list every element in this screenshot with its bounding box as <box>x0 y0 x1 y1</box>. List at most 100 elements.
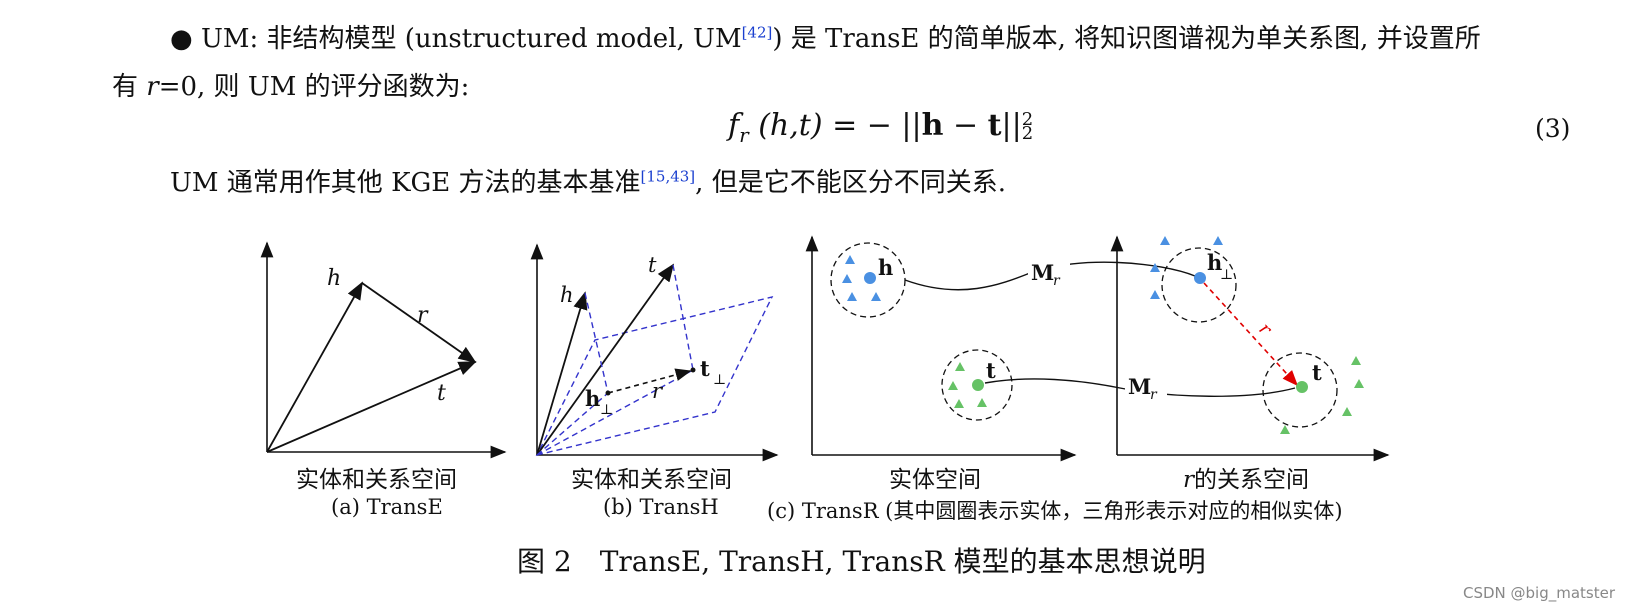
var-r: r <box>146 72 159 102</box>
paragraph-um-line3: UM 通常用作其他 KGE 方法的基本基准[15,43], 但是它不能区分不同关… <box>170 162 1006 199</box>
label-bg <box>1125 372 1167 402</box>
eq-minus: − <box>943 108 988 143</box>
vector-r <box>361 282 477 364</box>
label-t: t <box>437 381 446 406</box>
label-M-bottom-sub: r <box>1150 387 1158 403</box>
paragraph-um-line1: ● UM: 非结构模型 (unstructured model, UM[42])… <box>170 18 1481 55</box>
eq-h: h <box>921 108 944 143</box>
label-h: h <box>560 283 574 307</box>
label-t: t <box>648 253 657 277</box>
label-h: h <box>327 266 341 291</box>
label-bg <box>1028 258 1070 288</box>
similar-h-triangle <box>845 255 855 264</box>
panel-b-axis-label: 实体和关系空间 <box>571 467 732 493</box>
panel-c-right-axis-label: r的关系空间 <box>1183 460 1309 494</box>
vector-h <box>266 281 363 453</box>
vector-t <box>536 263 675 456</box>
label-hperp-sym: ⊥ <box>1220 267 1233 283</box>
panel-c-relation-space: h ⊥ r t <box>1110 235 1390 462</box>
eq-sub2: 2 <box>1021 123 1034 144</box>
label-r: r <box>652 379 664 403</box>
similar-t-triangle <box>1280 425 1290 434</box>
mapping-curves: M r M r <box>904 258 1296 403</box>
eq-sub-r: r <box>739 123 749 147</box>
panel-c-left-axis-label: 实体空间 <box>889 467 981 493</box>
panel-b-caption: (b) TransH <box>603 495 719 519</box>
text-segment: UM 通常用作其他 KGE 方法的基本基准 <box>170 168 641 198</box>
axis-r: r <box>1183 467 1194 493</box>
point-hperp <box>605 390 611 396</box>
entity-circle-tperp <box>1262 352 1338 428</box>
watermark: CSDN @big_matster <box>1463 584 1616 602</box>
vector-r-projected <box>607 368 692 394</box>
figure-caption: 图 2 TransE, TransH, TransR 模型的基本思想说明 <box>517 545 1206 578</box>
label-t: t <box>986 358 996 383</box>
similar-h-triangle <box>1213 236 1223 245</box>
vector-t <box>266 361 477 453</box>
similar-t-triangle <box>1351 356 1361 365</box>
eq-t: t <box>987 108 1002 143</box>
entity-h <box>864 272 876 284</box>
panel-a-transe: h r t <box>260 241 507 459</box>
label-hperp: h <box>585 386 600 411</box>
similar-h-triangle <box>847 292 857 301</box>
panel-a-caption: (a) TransE <box>331 495 443 519</box>
entity-circle-t <box>941 349 1013 421</box>
label-tperp-sym: ⊥ <box>713 372 726 388</box>
label-M-top-sub: r <box>1053 273 1061 289</box>
citation-15-43[interactable]: [15,43] <box>640 167 696 186</box>
point-tperp <box>690 367 696 373</box>
eq-sup: 2 <box>1021 109 1034 130</box>
similar-h-triangle <box>871 292 881 301</box>
axis-relation-space: 的关系空间 <box>1194 467 1309 493</box>
label-r: r <box>1254 319 1276 341</box>
drop-h <box>584 292 609 394</box>
similar-t-triangle <box>1354 379 1364 388</box>
paragraph-um-line2: 有 r=0, 则 UM 的评分函数为: <box>112 66 469 103</box>
panel-c-entity-space: h t <box>805 235 1077 462</box>
um-intro-text: ● UM: 非结构模型 (unstructured model, UM <box>170 24 742 54</box>
text-segment: 有 <box>112 72 147 102</box>
entity-hperp <box>1194 272 1206 284</box>
panel-c-caption: (c) TransR (其中圆圈表示实体，三角形表示对应的相似实体) <box>767 499 1343 523</box>
similar-t-triangle <box>955 362 965 371</box>
entity-t <box>972 379 984 391</box>
label-M-bottom: M <box>1128 374 1151 399</box>
similar-t-triangle <box>948 381 958 390</box>
entity-tperp <box>1296 381 1308 393</box>
mapping-t <box>984 378 1296 397</box>
label-r: r <box>417 303 429 328</box>
entity-circle-hperp <box>1161 247 1237 323</box>
projection-t <box>536 369 694 456</box>
similar-t-triangle <box>1342 407 1352 416</box>
similar-t-triangle <box>954 399 964 408</box>
label-h: h <box>878 255 893 280</box>
panel-b-transh: h t r h ⊥ t ⊥ <box>530 243 779 462</box>
vector-r <box>1203 282 1299 387</box>
label-hperp: h <box>1207 250 1222 275</box>
similar-h-triangle <box>1160 236 1170 245</box>
label-tperp: t <box>700 356 710 381</box>
text-segment: =0, 则 UM 的评分函数为: <box>158 72 470 102</box>
equation-number: (3) <box>1535 114 1571 143</box>
similar-t-triangle <box>977 398 987 407</box>
similar-h-triangle <box>842 274 852 283</box>
similar-h-triangle <box>1150 263 1160 272</box>
eq-args: (h,t) = − || <box>748 108 922 143</box>
label-tperp: t <box>1312 360 1322 385</box>
drop-t <box>672 264 694 371</box>
text-segment: , 但是它不能区分不同关系. <box>695 168 1006 198</box>
um-intro-rest: ) 是 TransE 的简单版本, 将知识图谱视为单关系图, 并设置所 <box>772 24 1481 54</box>
hyperplane <box>535 295 774 457</box>
label-M-top: M <box>1031 260 1054 285</box>
label-hperp-sym: ⊥ <box>600 402 613 418</box>
eq-f: f <box>728 108 740 143</box>
eq-norm-close: || <box>1001 108 1022 143</box>
vector-h <box>536 291 588 456</box>
citation-42[interactable]: [42] <box>741 23 773 42</box>
projection-h <box>536 392 609 456</box>
panel-a-axis-label: 实体和关系空间 <box>296 467 457 493</box>
similar-h-triangle <box>1150 290 1160 299</box>
